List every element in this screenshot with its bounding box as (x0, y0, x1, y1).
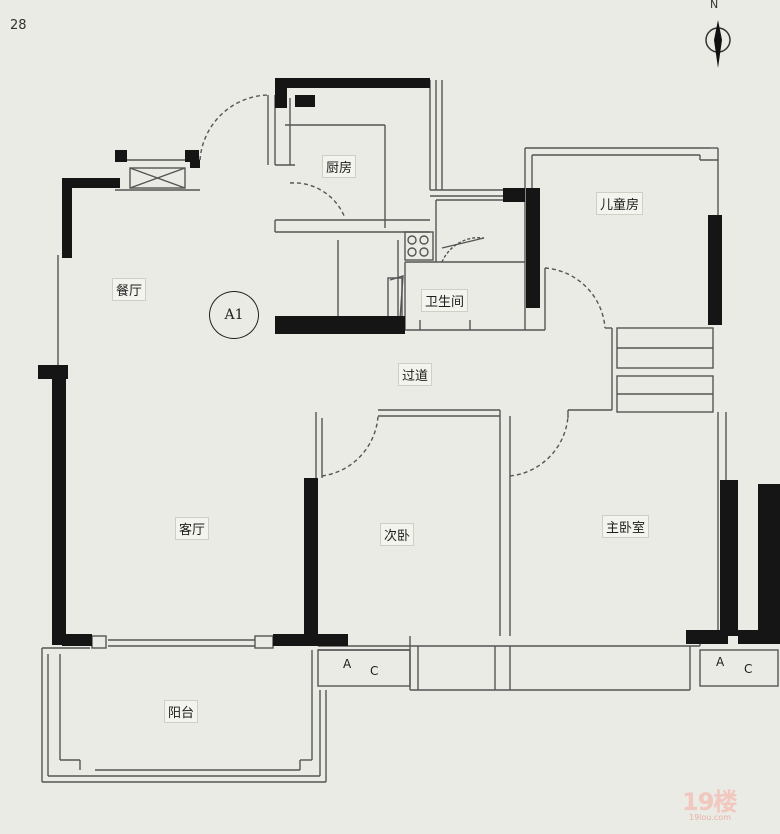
room-label-dining: 餐厅 (112, 278, 147, 301)
page-number: 28 (10, 18, 27, 33)
watermark-site: 19lou.com (689, 813, 731, 822)
room-label-living: 客厅 (175, 517, 210, 540)
thick-walls (38, 78, 780, 646)
room-label-corridor: 过道 (398, 363, 433, 386)
room-label-balcony: 阳台 (164, 700, 199, 723)
north-arrow (705, 20, 731, 68)
ac-unit-c-left: C (370, 664, 379, 678)
unit-badge: A1 (209, 291, 259, 339)
ac-unit-c-right: C (744, 662, 753, 676)
unit-label: A1 (224, 307, 244, 323)
room-label-kitchen: 厨房 (322, 155, 357, 178)
room-label-bathroom: 卫生间 (421, 289, 469, 312)
north-label: N (710, 0, 719, 11)
ac-unit-a-right: A (716, 655, 725, 669)
room-label-second-bedroom: 次卧 (380, 523, 415, 546)
watermark-logo: 19楼 (682, 788, 737, 816)
thin-walls (41, 80, 779, 783)
room-label-kids-room: 儿童房 (596, 192, 644, 215)
ac-unit-a-left: A (343, 657, 352, 671)
room-label-master-bedroom: 主卧室 (602, 515, 650, 538)
